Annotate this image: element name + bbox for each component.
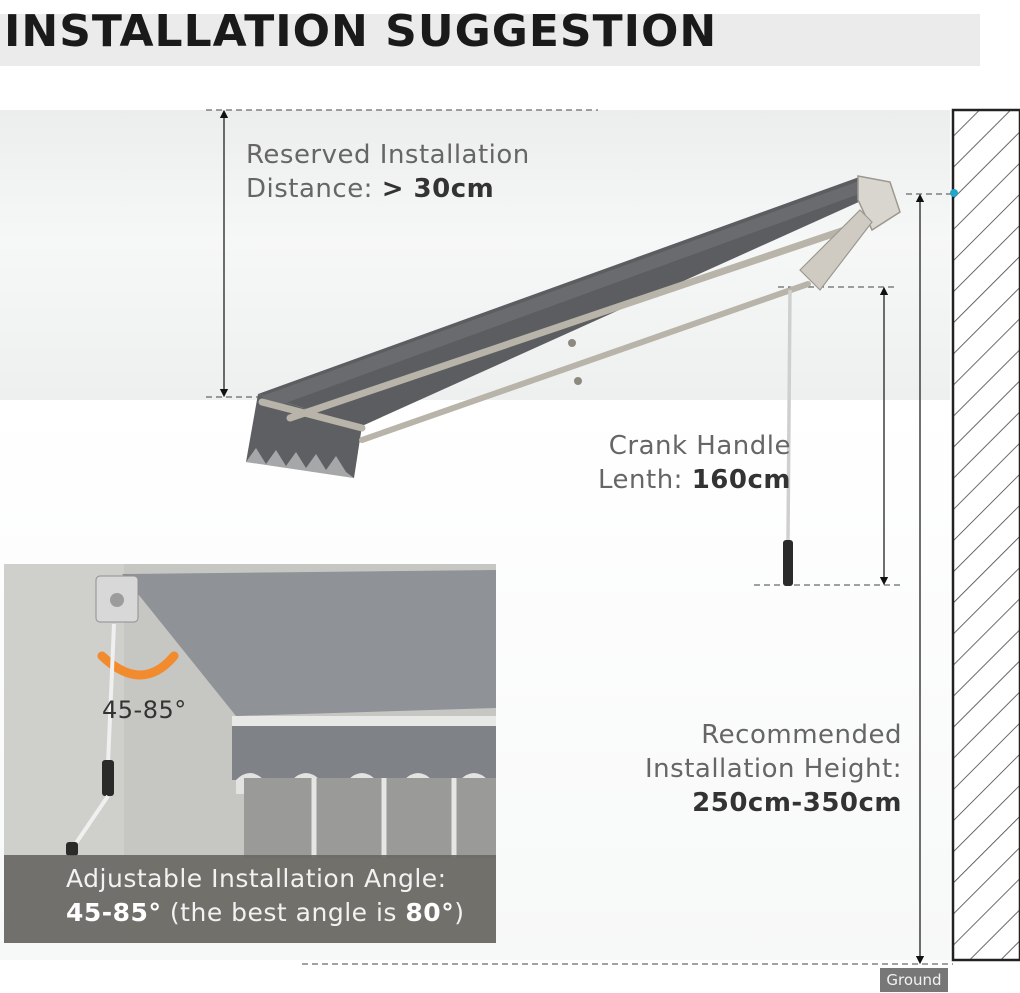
- crank-value: 160cm: [691, 465, 791, 495]
- installation-height-dimension: [302, 189, 958, 965]
- photo-caption-bar: [4, 855, 496, 943]
- ground-label: Ground: [880, 968, 948, 992]
- crank-length-dimension: [754, 286, 904, 586]
- height-value-row: 250cm-350cm: [640, 786, 902, 820]
- mount-point-marker: [950, 189, 958, 197]
- reserved-distance-label: Reserved Installation Distance: > 30cm: [246, 138, 530, 206]
- page-title: INSTALLATION SUGGESTION: [4, 6, 718, 57]
- caption-mid: (the best angle is: [161, 898, 406, 927]
- height-line1: Recommended: [701, 720, 902, 750]
- height-line2: Installation Height:: [645, 754, 902, 784]
- title-bar: INSTALLATION SUGGESTION: [0, 6, 980, 66]
- angle-range-label: 45-85°: [102, 696, 187, 724]
- awning-illustration: [246, 175, 901, 586]
- reserved-line2: Distance: > 30cm: [246, 172, 530, 206]
- wall: [951, 108, 1020, 962]
- caption-end: ): [454, 898, 465, 927]
- crank-handle-label: Crank Handle Lenth: 160cm: [598, 429, 791, 497]
- crank-line2: Lenth: 160cm: [598, 463, 791, 497]
- angle-photo-inset: 45-85° Adjustable Installation Angle: 45…: [4, 564, 496, 943]
- height-value: 250cm-350cm: [692, 788, 902, 818]
- reserved-prefix: Distance:: [246, 174, 382, 204]
- installation-height-label: Recommended Installation Height: 250cm-3…: [640, 718, 902, 820]
- caption-line1: Adjustable Installation Angle:: [66, 864, 447, 893]
- crank-prefix: Lenth:: [598, 465, 692, 495]
- photo-caption-text: Adjustable Installation Angle: 45-85° (t…: [66, 862, 464, 930]
- caption-best-angle: 80°: [405, 898, 455, 927]
- crank-line1: Crank Handle: [608, 431, 791, 461]
- caption-angle-range: 45-85°: [66, 898, 162, 927]
- reserved-line1: Reserved Installation: [246, 140, 530, 170]
- caption-line2: 45-85° (the best angle is 80°): [66, 896, 464, 930]
- reserved-distance-dimension: [206, 109, 598, 398]
- reserved-value: > 30cm: [381, 174, 495, 204]
